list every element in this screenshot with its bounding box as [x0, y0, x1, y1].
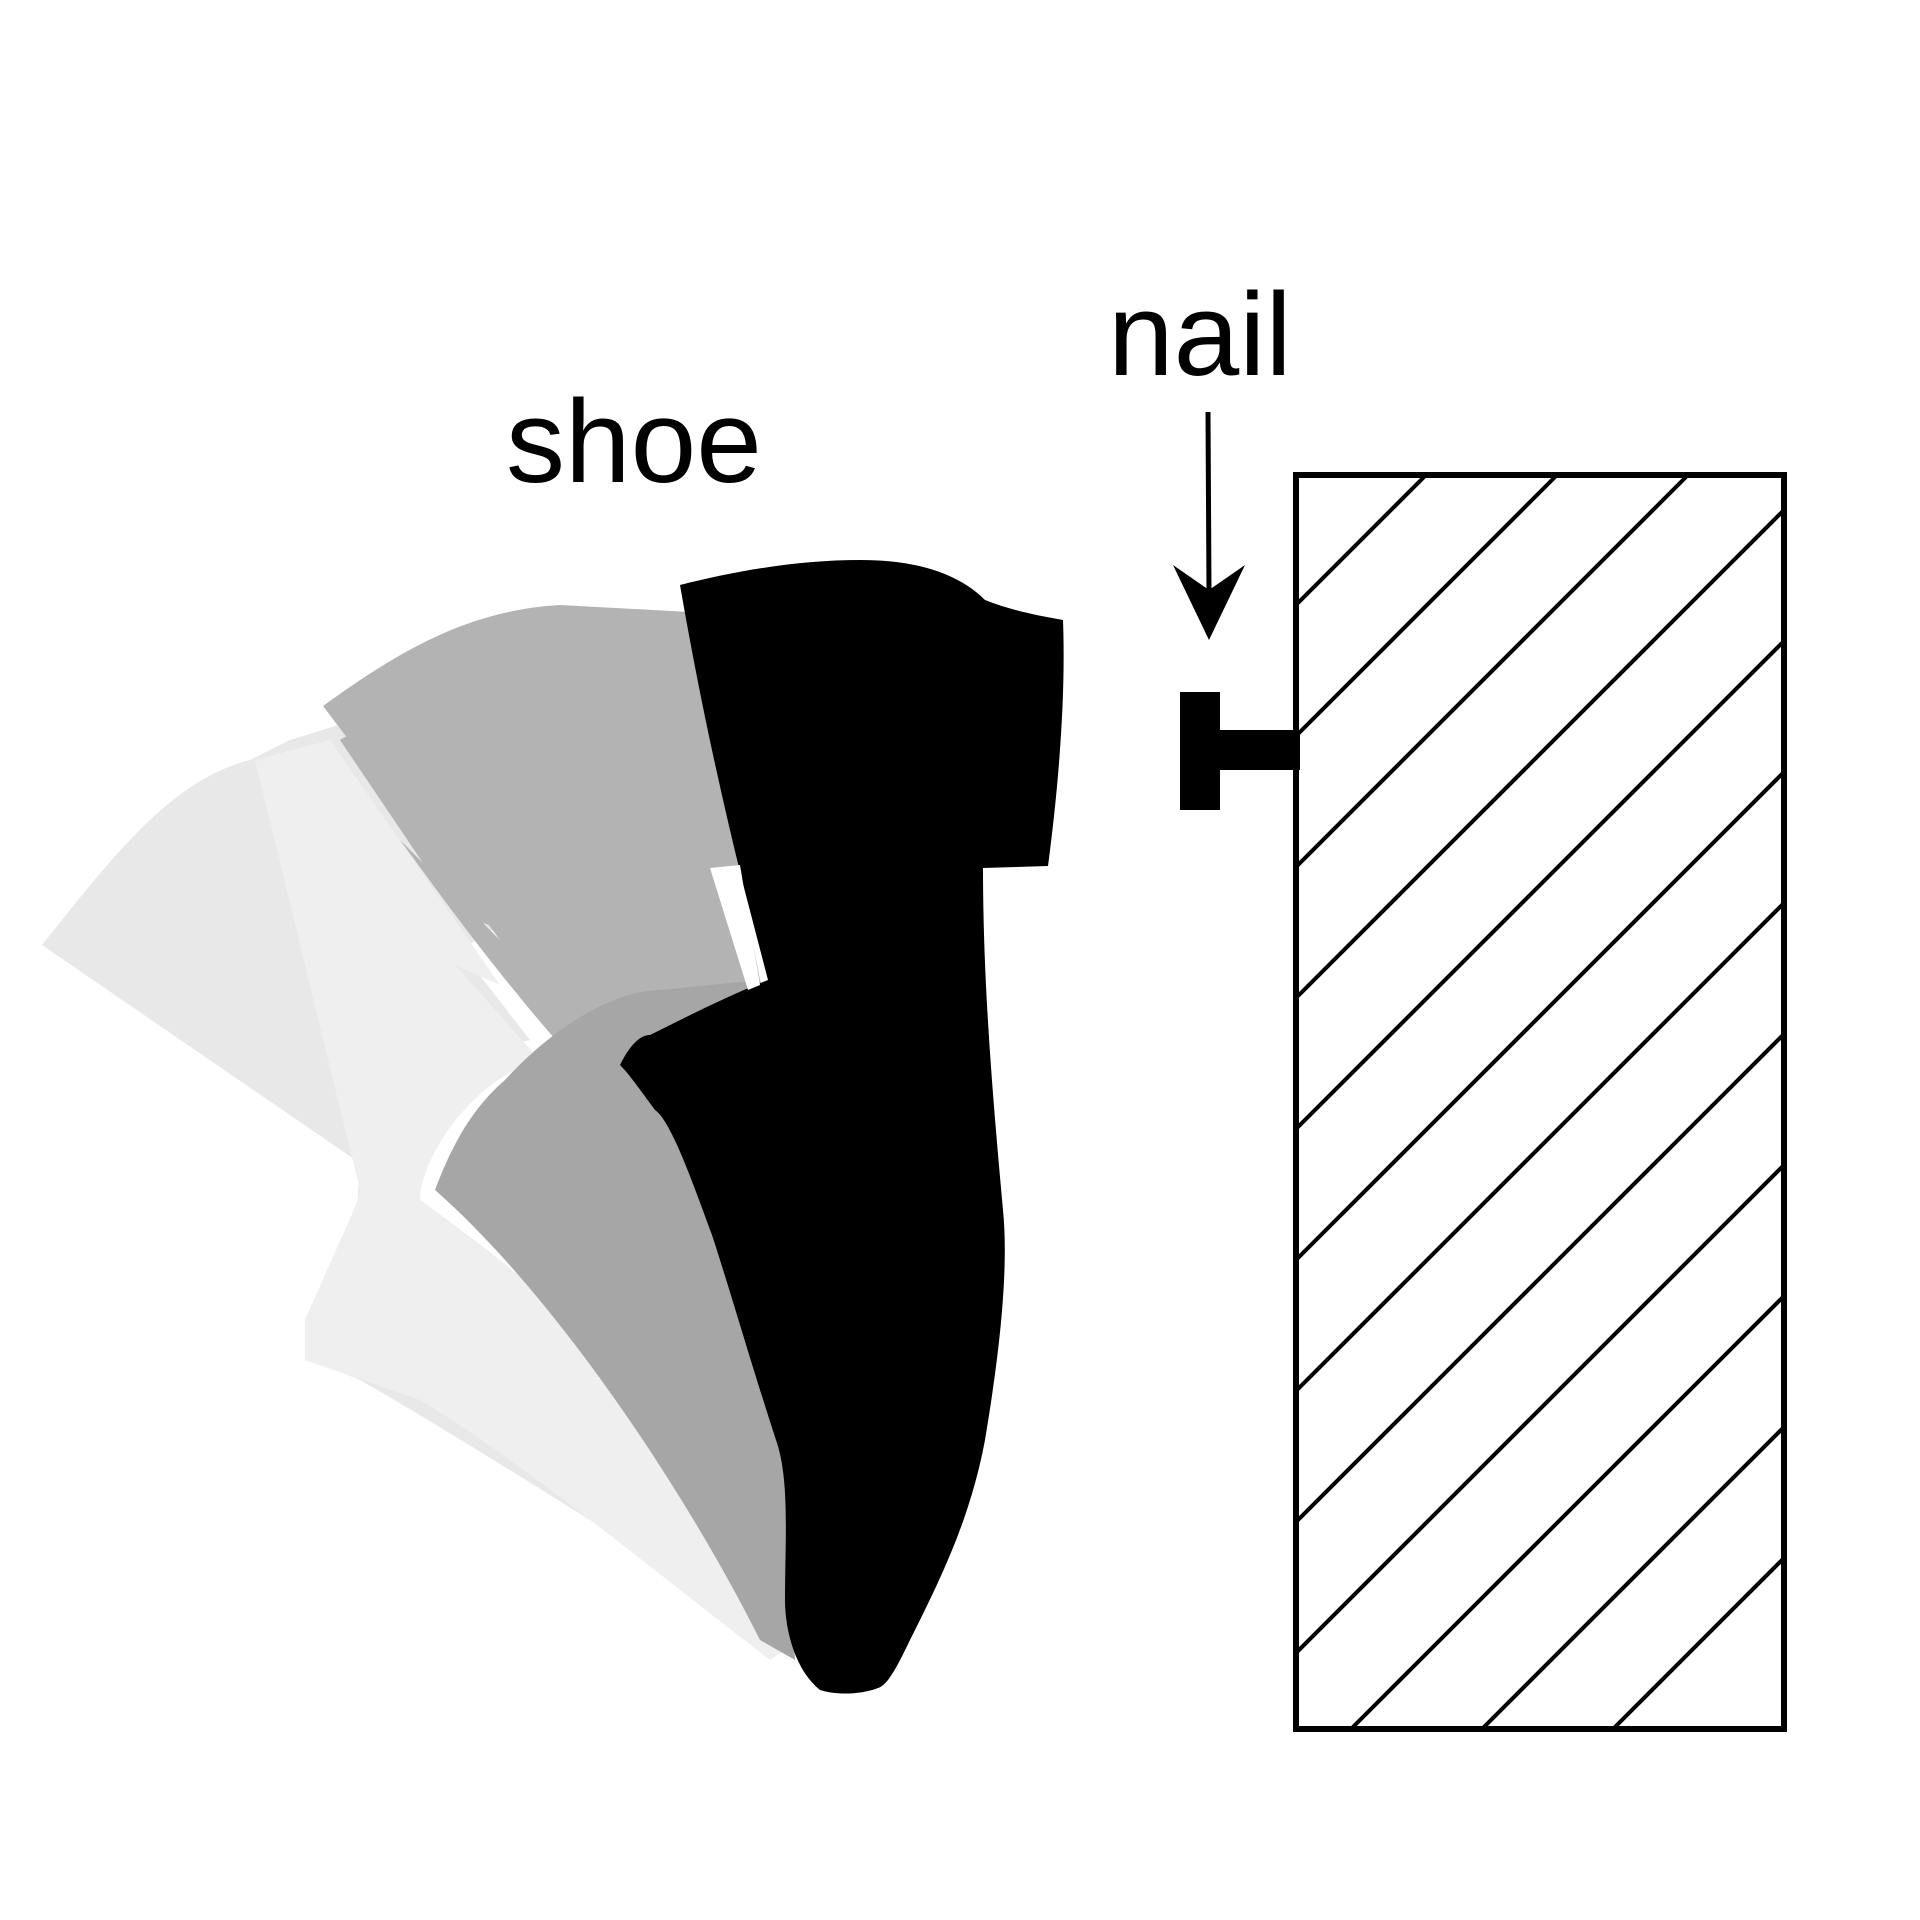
shoe-ghost-4 — [42, 720, 790, 1620]
shoe-ghost-2-upper — [340, 710, 505, 930]
shoe-label: shoe — [506, 376, 762, 508]
shoe-silhouette — [620, 560, 1064, 1694]
arrow-down-icon — [1173, 411, 1245, 640]
nail-label: nail — [1108, 269, 1292, 401]
hatched-wall — [1293, 472, 1787, 1732]
wall-outline — [1293, 472, 1787, 1732]
nail-icon — [1180, 692, 1300, 810]
shoe-notch-gap — [710, 865, 760, 990]
